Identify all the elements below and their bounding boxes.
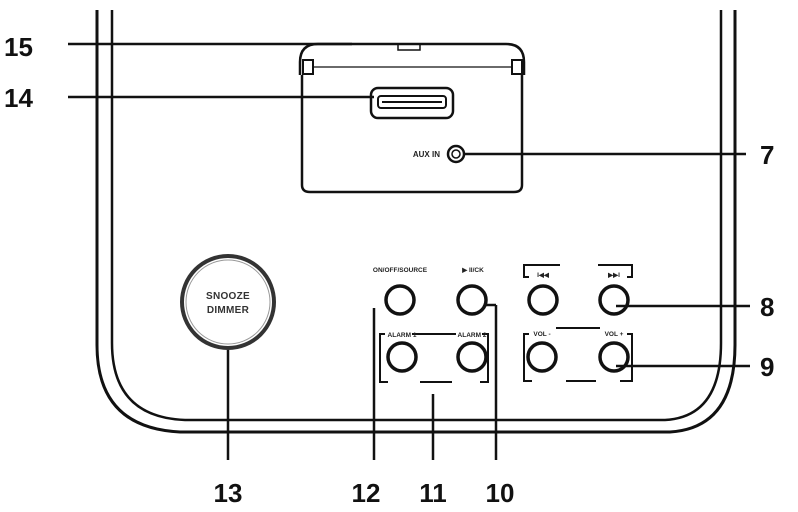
prev-label: I◀◀ (537, 272, 550, 279)
aux-in-label: AUX IN (413, 150, 440, 159)
callout-12: 12 (352, 478, 381, 508)
vol-plus-label: VOL + (605, 331, 624, 338)
callout-15: 15 (4, 32, 33, 62)
play-pause-button[interactable] (456, 284, 488, 316)
callout-leader-lines (68, 42, 750, 460)
vol-minus-label: VOL - (533, 331, 550, 338)
on-off-source-label: ON/OFF/SOURCE (373, 267, 428, 274)
callout-7: 7 (760, 140, 774, 170)
skip-bracket (523, 264, 633, 278)
callout-11: 11 (419, 478, 447, 508)
snooze-dimmer-button[interactable] (180, 254, 276, 350)
dock-left-tab (302, 59, 314, 75)
volume-up-button[interactable] (598, 341, 630, 373)
alarm2-button[interactable] (456, 341, 488, 373)
on-off-source-button[interactable] (384, 284, 416, 316)
alarm2-label: ALARM 2 (458, 332, 487, 339)
dimmer-label: DIMMER (207, 305, 250, 316)
alarm1-label: ALARM 1 (388, 332, 417, 339)
previous-track-button[interactable] (527, 284, 559, 316)
volume-down-button[interactable] (526, 341, 558, 373)
callout-13: 13 (214, 478, 243, 508)
alarm-bracket (379, 333, 489, 383)
dock-connector (369, 86, 455, 120)
callout-8: 8 (760, 292, 774, 322)
play-pause-label: ▶ II/CK (461, 267, 484, 274)
next-label: ▶▶I (607, 272, 620, 279)
callout-10: 10 (486, 478, 515, 508)
alarm1-button[interactable] (386, 341, 418, 373)
dock-unit (298, 42, 526, 194)
device-body-outline (95, 10, 737, 434)
aux-in-jack[interactable] (446, 144, 466, 164)
volume-bracket (523, 327, 633, 382)
snooze-label: SNOOZE (206, 291, 250, 302)
callout-14: 14 (4, 83, 33, 113)
next-track-button[interactable] (598, 284, 630, 316)
callout-9: 9 (760, 352, 774, 382)
dock-right-tab (511, 59, 523, 75)
